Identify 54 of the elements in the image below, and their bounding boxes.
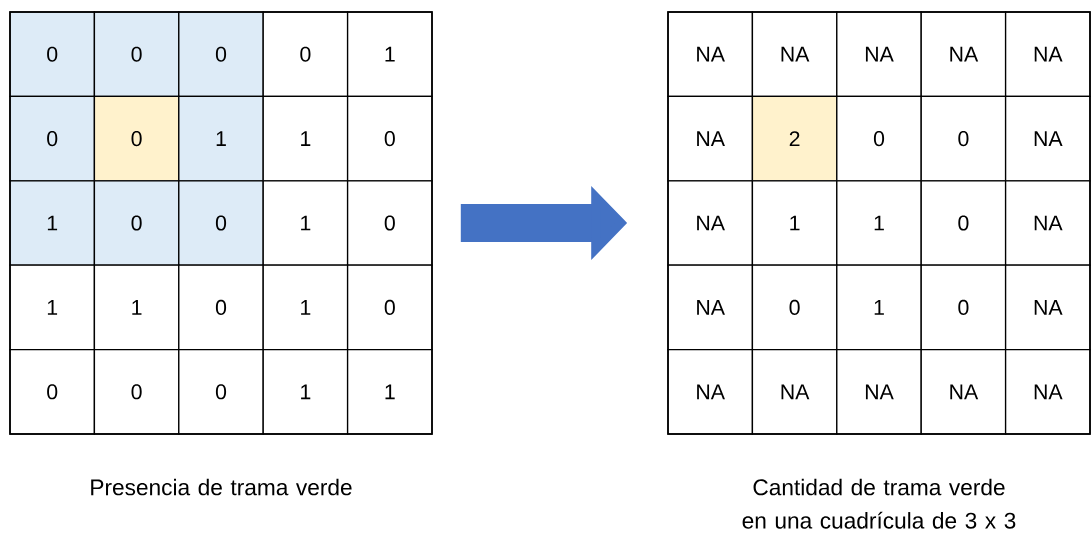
grid-cell: NA	[667, 95, 754, 182]
grid-cell: 0	[836, 95, 922, 182]
grid-cell: 0	[178, 11, 264, 98]
grid-cell: 0	[93, 95, 180, 182]
grid-cell: 1	[751, 180, 838, 266]
grid-cell: 0	[920, 180, 1007, 266]
grid-cell: 1	[262, 348, 349, 435]
grid-cell: 0	[751, 264, 838, 351]
grid-cell: 0	[93, 348, 180, 435]
grid-cell: 1	[262, 95, 349, 182]
grid-cell: 1	[93, 264, 180, 351]
grid-cell: NA	[1004, 264, 1091, 351]
grid-cell: NA	[1004, 348, 1091, 435]
grid-cell: 0	[920, 95, 1007, 182]
grid-cell: 0	[346, 95, 433, 182]
grid-cell: 0	[178, 348, 264, 435]
grid-cell: NA	[1004, 180, 1091, 266]
grid-cell: 0	[920, 264, 1007, 351]
grid-cell: NA	[920, 348, 1007, 435]
grid-cell: 0	[9, 11, 96, 98]
grid-cell: NA	[667, 264, 754, 351]
grid-cell: 1	[836, 264, 922, 351]
grid-cell: NA	[1004, 95, 1091, 182]
grid-cell: NA	[667, 11, 754, 98]
grid-cell: 1	[262, 180, 349, 266]
grid-cell: 1	[346, 11, 433, 98]
grid-cell: NA	[667, 180, 754, 266]
grid-cell: 0	[346, 180, 433, 266]
grid-cell: NA	[836, 11, 922, 98]
grid-cell: 1	[9, 180, 96, 266]
grid-cell: NA	[667, 348, 754, 435]
grid-cell: 0	[178, 264, 264, 351]
grid-cell: 0	[93, 11, 180, 98]
grid	[9, 11, 433, 435]
grid	[667, 11, 1091, 435]
grid-cell: 0	[262, 11, 349, 98]
grid-cell: 1	[346, 348, 433, 435]
grid-cell: 0	[9, 348, 96, 435]
grid-cell: 1	[178, 95, 264, 182]
grid-cell: 0	[93, 180, 180, 266]
grid-cell: 1	[836, 180, 922, 266]
grid-cell: 0	[9, 95, 96, 182]
grid-cell: NA	[751, 348, 838, 435]
grid-cell: 0	[346, 264, 433, 351]
grid-caption: Presencia de trama verde	[91, 478, 352, 496]
grid-cell: NA	[836, 348, 922, 435]
grid-cell: 1	[262, 264, 349, 351]
grid-cell: 2	[751, 95, 838, 182]
grid-cell: 0	[178, 180, 264, 266]
grid-cell: NA	[920, 11, 1007, 98]
grid-caption: Cantidad de trama verde en una cuadrícula de 3 x 3	[742, 478, 1016, 529]
grid-cell: NA	[751, 11, 838, 98]
grid-cell: 1	[9, 264, 96, 351]
grid-cell: NA	[1004, 11, 1091, 98]
